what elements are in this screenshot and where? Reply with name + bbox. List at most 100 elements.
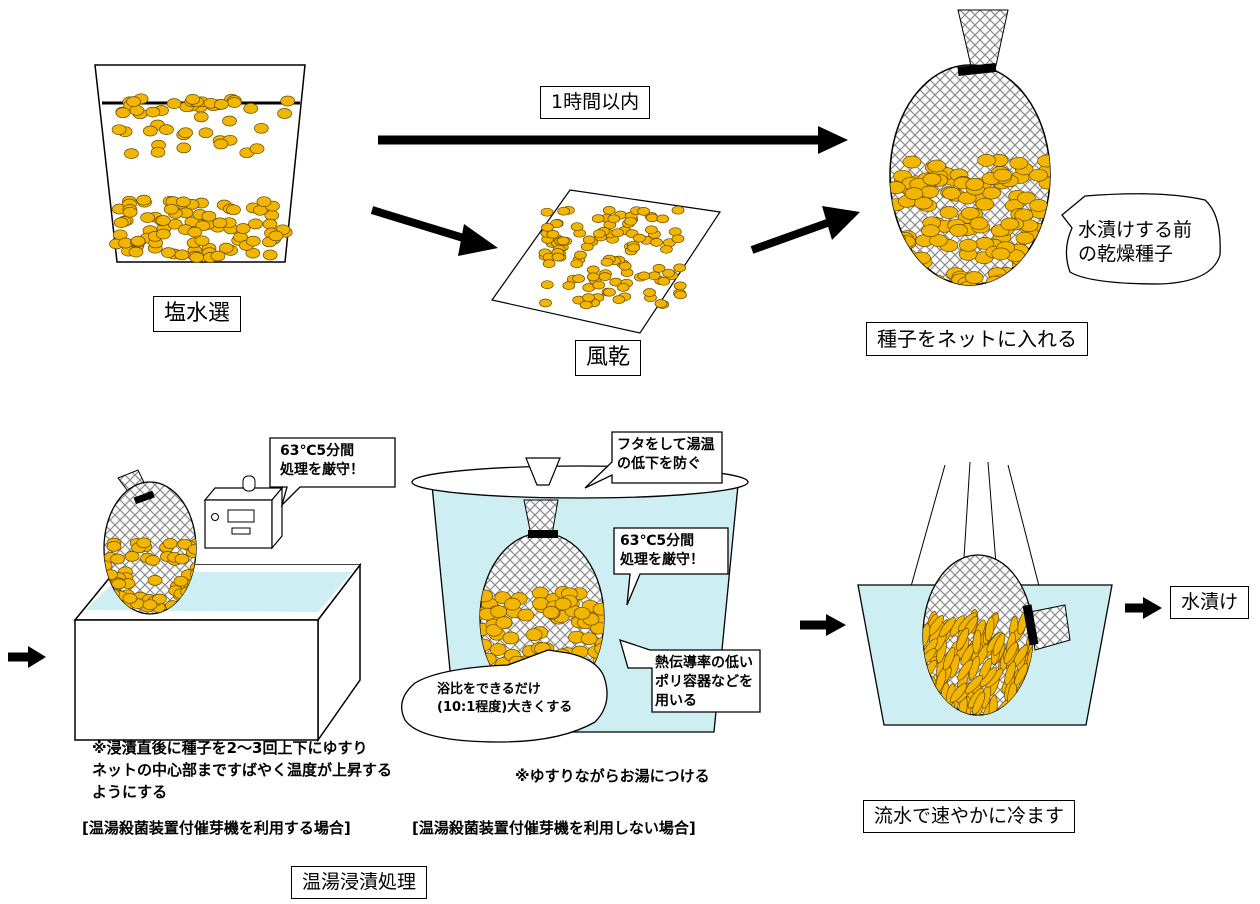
seed <box>927 159 947 173</box>
seed <box>212 217 228 229</box>
seed <box>226 97 242 108</box>
seed <box>142 125 158 137</box>
seed <box>902 155 922 169</box>
shake-note: ※ゆすりながらお湯につける <box>515 767 710 785</box>
seed <box>943 647 956 671</box>
salt-water-beaker <box>94 64 306 263</box>
seed <box>939 206 959 219</box>
seed <box>218 242 234 254</box>
flow-arrows-top <box>370 126 860 256</box>
seed <box>1029 199 1048 212</box>
seed <box>104 569 118 580</box>
seed <box>1017 191 1036 205</box>
seed <box>489 643 507 656</box>
seed <box>898 254 918 268</box>
seed <box>562 281 576 290</box>
seed <box>129 105 145 116</box>
seed <box>984 616 995 642</box>
seed <box>572 274 585 283</box>
seed <box>912 251 931 265</box>
seed <box>926 282 946 285</box>
seed <box>939 616 956 638</box>
seed <box>674 290 687 300</box>
seed <box>570 222 584 232</box>
seed <box>525 628 543 642</box>
seed <box>124 148 139 159</box>
seed <box>1014 208 1034 222</box>
seed <box>150 146 166 158</box>
seed <box>890 256 909 269</box>
incubator-note-line3: ようにする <box>92 782 168 801</box>
seed <box>586 272 600 282</box>
seed <box>949 224 969 237</box>
seed <box>574 250 587 260</box>
seed <box>890 261 907 275</box>
dry-seed-callout: 水漬けする前 の乾燥種子 <box>1078 219 1192 267</box>
seed <box>540 207 554 217</box>
seed <box>643 288 656 297</box>
seed <box>591 214 605 223</box>
seed <box>124 551 140 562</box>
temp-warning-callout-a: 63℃5分間 処理を厳守！ <box>280 442 364 480</box>
seed <box>1000 217 1020 231</box>
seed <box>187 226 203 238</box>
seed <box>551 252 565 262</box>
seed <box>188 543 196 555</box>
seed <box>633 233 646 243</box>
seed <box>671 234 685 244</box>
seed <box>652 264 666 273</box>
seed <box>106 541 122 552</box>
seed <box>210 250 226 262</box>
bath-ratio-line1: 浴比をできるだけ <box>437 682 541 697</box>
seed <box>113 217 129 228</box>
seed <box>1017 277 1036 285</box>
seed <box>235 223 251 234</box>
hot-water-treatment-title: 温湯浸漬処理 <box>291 866 428 899</box>
seed <box>654 299 668 308</box>
seed <box>1029 168 1048 182</box>
seed <box>662 268 675 278</box>
seed <box>145 555 161 566</box>
seed <box>624 216 637 226</box>
seed <box>919 276 938 285</box>
seed <box>557 206 571 216</box>
seed <box>616 283 630 292</box>
temp-warning-b-line2: 処理を厳守！ <box>620 551 704 568</box>
seed <box>603 287 616 297</box>
seed <box>136 537 152 549</box>
temp-warning-b-line1: 63℃5分間 <box>620 533 695 549</box>
seed <box>249 143 265 155</box>
seed <box>590 621 604 635</box>
seed <box>668 227 682 237</box>
seed <box>656 214 670 224</box>
seed <box>248 218 263 230</box>
seed <box>1000 274 1019 285</box>
poly-container-callout: 熱伝導率の低い ポリ容器などを 用いる <box>655 654 753 711</box>
seed <box>957 659 973 681</box>
seed <box>243 103 259 114</box>
seed <box>923 623 931 648</box>
seed <box>554 597 572 611</box>
seed <box>245 247 261 259</box>
seed <box>145 106 161 118</box>
seed <box>1015 231 1035 245</box>
seed <box>904 259 923 273</box>
seed <box>673 281 687 291</box>
seed <box>892 268 911 282</box>
seed <box>194 235 210 247</box>
temp-warning-a-line1: 63℃5分間 <box>280 443 355 459</box>
seed <box>541 223 554 232</box>
seed <box>898 267 918 280</box>
seed <box>277 108 292 119</box>
seed <box>1037 154 1050 168</box>
seed <box>964 674 984 694</box>
seed <box>921 224 940 238</box>
seed <box>660 244 673 254</box>
seed <box>122 206 138 218</box>
seed <box>556 236 570 246</box>
flow-arrows-bottom <box>8 597 1162 668</box>
seed <box>156 228 171 240</box>
seed <box>960 206 980 220</box>
seed <box>671 205 685 215</box>
incubator-apparatus <box>73 437 396 743</box>
